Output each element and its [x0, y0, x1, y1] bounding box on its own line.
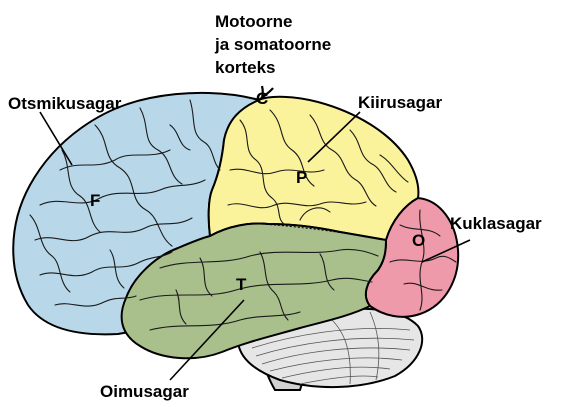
letter-central: C [256, 89, 268, 108]
parietal-lobe [209, 97, 419, 240]
label-frontal: Otsmikusagar [8, 94, 122, 113]
label-motor-line1: Motoorne [215, 12, 292, 31]
letter-frontal: F [90, 191, 100, 210]
letter-parietal: P [296, 168, 307, 187]
letter-occipital: O [412, 231, 425, 250]
label-temporal: Oimusagar [100, 382, 189, 401]
label-occipital: Kuklasagar [450, 214, 542, 233]
label-motor-line2: ja somatoorne [214, 35, 331, 54]
label-motor-line3: korteks [215, 58, 275, 77]
letter-temporal: T [236, 275, 247, 294]
label-parietal: Kiirusagar [358, 93, 442, 112]
